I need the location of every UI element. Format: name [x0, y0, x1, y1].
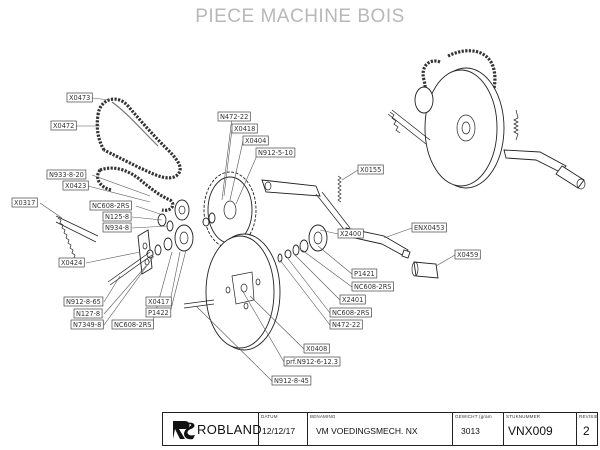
callout-label: N7349-8: [73, 321, 101, 329]
description-header: BENAMING: [310, 414, 336, 419]
callout-x2400: X2400: [337, 228, 364, 239]
callout-n127-8: N127-8: [73, 308, 103, 319]
title-block-part-number: STUKNUMMER VNX009: [504, 413, 577, 445]
callout-label: N912-8-45: [274, 377, 309, 385]
callout-nc608-2rs-a: NC608-2RS: [89, 200, 132, 211]
callout-label: X0424: [61, 259, 82, 267]
callout-n472-22-b: N472-22: [329, 319, 363, 330]
callout-label: X0459: [457, 251, 478, 259]
callout-label: X0417: [148, 298, 169, 306]
callout-p1421: P1421: [351, 268, 378, 279]
callout-label: prf.N912-6-12.3: [286, 358, 338, 366]
callout-x0473: X0473: [66, 92, 93, 103]
weight-header: GEWICHT (gram: [455, 414, 492, 419]
callout-label: N472-22: [220, 113, 248, 121]
callout-label: ENX0453: [414, 224, 444, 232]
callout-label: P1421: [354, 270, 375, 278]
title-block: ROBLAND DATUM 12/12/17 BENAMING VM VOEDI…: [162, 412, 598, 446]
callout-n933-8-20: N933-8-20: [46, 169, 87, 180]
callout-x0472: X0472: [50, 120, 77, 131]
page-title: PIECE MACHINE BOIS: [195, 6, 405, 27]
callout-label: N912-8-65: [66, 298, 101, 306]
revision-header: REVISIE: [579, 414, 599, 419]
callout-nc608-2rs-b: NC608-2RS: [111, 319, 154, 330]
callout-n125-8: N125-8: [102, 211, 132, 222]
callout-label: NC608-2RS: [114, 321, 151, 329]
callout-label: P1422: [148, 309, 169, 317]
callout-label: N934-8: [105, 224, 129, 232]
callout-x0418: X0418: [231, 123, 258, 134]
date-header: DATUM: [261, 414, 278, 419]
callout-nc608-2rs-d: NC608-2RS: [329, 307, 372, 318]
callout-label: N127-8: [76, 310, 100, 318]
title-block-description: BENAMING VM VOEDINGSMECH. NX: [308, 413, 453, 445]
callout-label: N472-22: [332, 321, 360, 329]
part-number-header: STUKNUMMER: [506, 414, 541, 419]
callout-x0417: X0417: [145, 296, 172, 307]
callout-label: X0408: [306, 345, 327, 353]
callout-label: X0418: [234, 125, 255, 133]
callout-n934-8: N934-8: [102, 222, 132, 233]
callout-p1422: P1422: [145, 307, 172, 318]
callout-x2401: X2401: [339, 294, 366, 305]
callout-prf-n912-6-12-3: prf.N912-6-12.3: [283, 356, 341, 367]
callout-nc608-2rs-c: NC608-2RS: [351, 281, 394, 292]
callout-n912-8-45: N912-8-45: [271, 375, 312, 386]
callout-x0317: X0317: [11, 197, 38, 208]
title-block-weight: GEWICHT (gram 3013: [453, 413, 504, 445]
date-value: 12/12/17: [262, 426, 296, 436]
callout-label: X2400: [340, 230, 361, 238]
callout-label: X2401: [342, 296, 363, 304]
callout-label: N912-5-10: [258, 149, 293, 157]
exploded-view: [55, 97, 439, 351]
robland-logo: [173, 421, 195, 440]
callouts: X0473 X0472 N933-8-20 X0423 X0317 NC608-…: [11, 92, 481, 386]
callout-label: NC608-2RS: [354, 283, 391, 291]
callout-n7349-8: N7349-8: [70, 319, 104, 330]
title-block-date: DATUM 12/12/17: [259, 413, 308, 445]
callout-n472-22-a: N472-22: [217, 111, 251, 122]
callout-label: X0317: [14, 199, 35, 207]
callout-label: NC608-2RS: [332, 309, 369, 317]
callout-label: X0404: [245, 137, 266, 145]
title-block-revision: REVISIE 2: [577, 413, 599, 445]
callout-label: X0423: [65, 182, 86, 190]
callout-label: N933-8-20: [49, 171, 84, 179]
callout-x0155: X0155: [357, 164, 384, 175]
callout-n912-5-10: N912-5-10: [255, 147, 296, 158]
callout-label: N125-8: [105, 213, 129, 221]
description-value: VM VOEDINGSMECH. NX: [316, 426, 418, 436]
title-block-brand: ROBLAND: [163, 413, 262, 445]
callout-label: NC608-2RS: [92, 202, 129, 210]
callout-x0424: X0424: [58, 257, 85, 268]
callout-enx0453: ENX0453: [411, 222, 447, 233]
callout-n912-8-65: N912-8-65: [63, 296, 104, 307]
callout-label: X0155: [360, 166, 381, 174]
callout-label: X0473: [69, 94, 90, 102]
callout-x0408: X0408: [303, 343, 330, 354]
revision-value: 2: [583, 424, 590, 438]
part-number-value: VNX009: [508, 424, 553, 438]
callout-x0459: X0459: [454, 249, 481, 260]
callout-x0404: X0404: [242, 135, 269, 146]
brand-name: ROBLAND: [197, 422, 262, 437]
weight-value: 3013: [461, 426, 480, 436]
callout-label: X0472: [53, 122, 74, 130]
leader-lines: [39, 97, 456, 382]
assembled-view: [387, 49, 586, 190]
callout-x0423: X0423: [62, 180, 89, 191]
